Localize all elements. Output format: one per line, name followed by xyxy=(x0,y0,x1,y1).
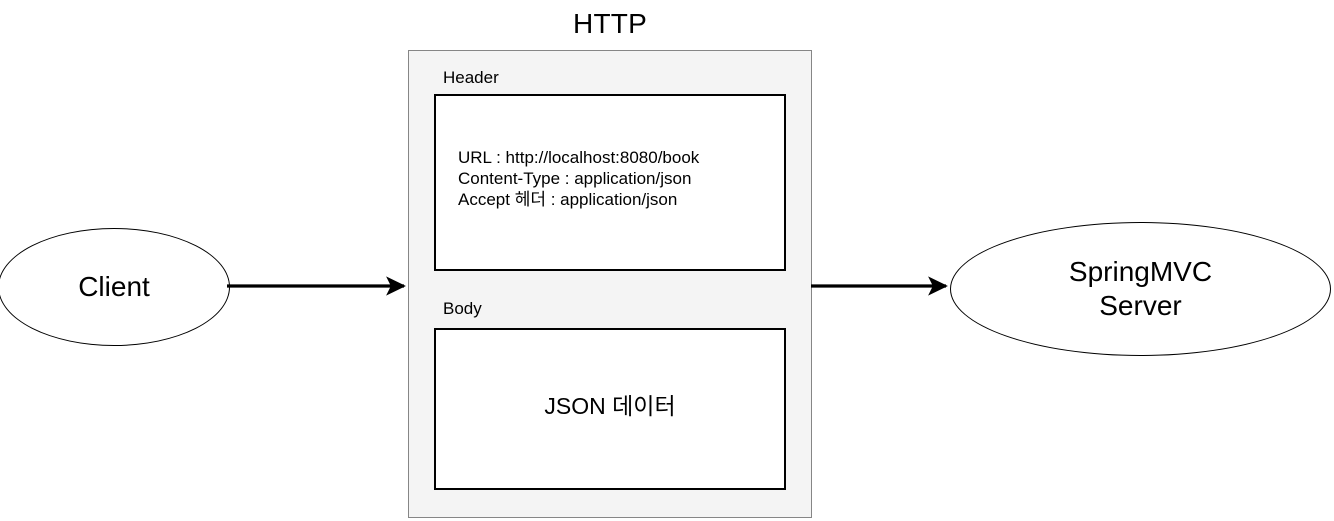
header-line-url: URL : http://localhost:8080/book xyxy=(458,148,700,167)
header-line-content-type: Content-Type : application/json xyxy=(458,169,692,188)
arrow-http-to-server xyxy=(811,276,948,296)
header-line-accept: Accept 헤더 : application/json xyxy=(458,190,678,209)
node-client: Client xyxy=(0,228,230,346)
header-lines-group: URL : http://localhost:8080/book Content… xyxy=(458,147,699,210)
header-content-box xyxy=(434,94,786,271)
node-server-label: SpringMVC Server xyxy=(1068,256,1213,321)
page-title: HTTP xyxy=(573,8,647,39)
body-content-text: JSON 데이터 xyxy=(544,393,676,419)
node-springmvc-server: SpringMVC Server xyxy=(950,222,1331,356)
body-section-label: Body xyxy=(443,299,482,318)
arrow-client-to-http xyxy=(227,276,406,296)
header-section-label: Header xyxy=(443,68,499,87)
body-content-box xyxy=(434,328,786,490)
node-client-label: Client xyxy=(78,271,150,302)
